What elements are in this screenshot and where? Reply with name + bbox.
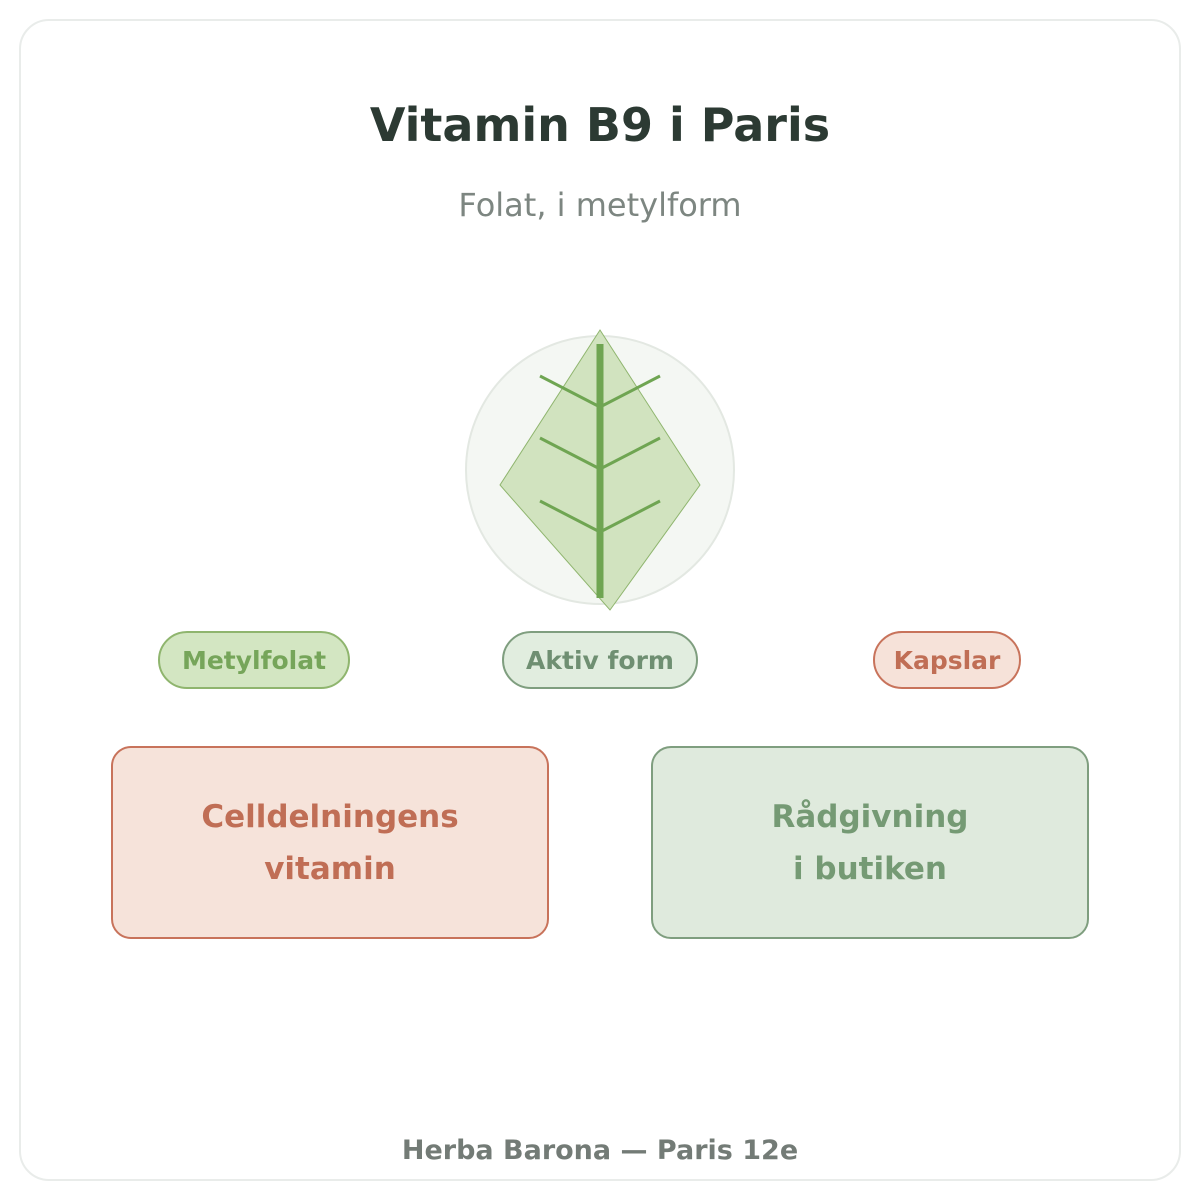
info-card-radgivning-line2: i butiken xyxy=(792,850,947,887)
page-subtitle: Folat, i metylform xyxy=(458,186,742,224)
info-card-celldelning: Celldelningens vitamin xyxy=(111,746,549,939)
info-card-celldelning-line1: Celldelningens xyxy=(201,798,459,835)
page-title: Vitamin B9 i Paris xyxy=(369,98,831,152)
info-card-celldelning-line2: vitamin xyxy=(264,850,396,887)
info-card-radgivning: Rådgivning i butiken xyxy=(651,746,1089,939)
tag-aktiv-form: Aktiv form xyxy=(502,631,698,689)
info-card-radgivning-line1: Rådgivning xyxy=(771,798,969,835)
footer-store-name: Herba Barona — Paris 12e xyxy=(401,1135,799,1166)
leaf-icon xyxy=(465,329,735,611)
tag-kapslar: Kapslar xyxy=(873,631,1021,689)
leaf-veins xyxy=(539,374,661,534)
tag-metylfolat: Metylfolat xyxy=(158,631,350,689)
